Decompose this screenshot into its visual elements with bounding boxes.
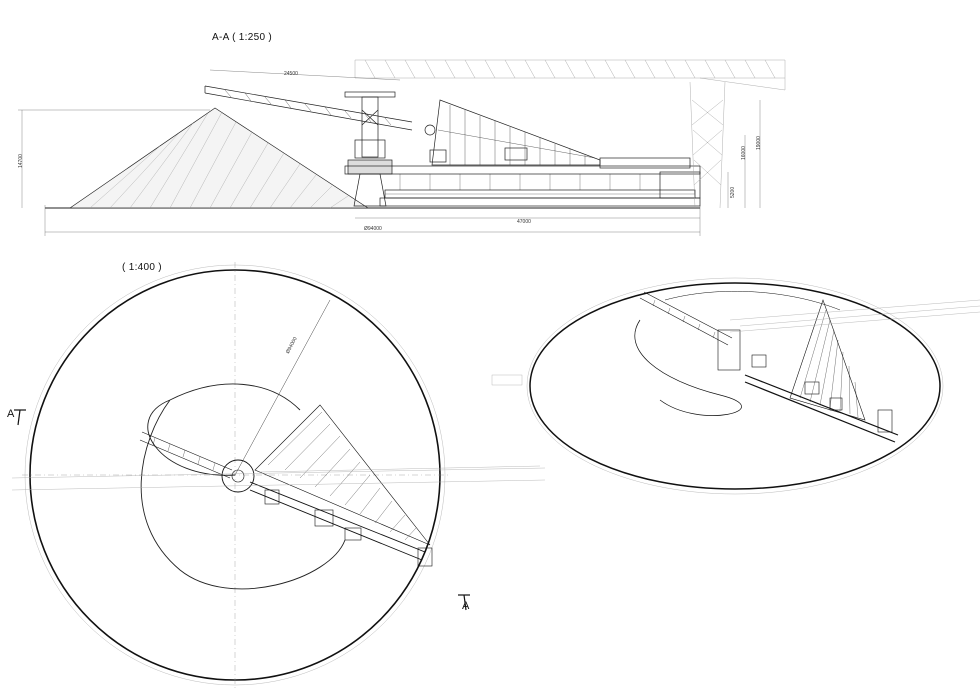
section-marker-a (14, 409, 470, 611)
max-height-dim: 19000 (756, 136, 762, 150)
base-height-dim: 5200 (730, 186, 736, 198)
radius-dim: 47000 (517, 219, 531, 225)
plan-reclaimer (249, 404, 433, 567)
section-marker-left-label: A (7, 408, 15, 420)
gallery-height-dim: 16000 (741, 146, 747, 160)
section-title: A-A ( 1:250 ) (212, 32, 273, 43)
dimension-lines (18, 69, 761, 236)
section-marker-right-label: A (462, 600, 470, 612)
perspective-view (491, 277, 980, 495)
boom-length-dim: 24500 (284, 71, 298, 77)
conveyor-gallery (354, 59, 786, 209)
perspective-reclaimer (717, 299, 899, 443)
plan-title: ( 1:400 ) (122, 262, 162, 273)
pile-height-dim: 14700 (18, 154, 24, 168)
section-view (18, 59, 786, 236)
plan-boom (139, 431, 233, 479)
reclaimer-frame (424, 99, 601, 166)
diameter-dim: Ø94000 (364, 226, 382, 232)
portal-bridge (344, 157, 701, 207)
stacker-boom (204, 85, 413, 131)
central-tower (344, 91, 396, 207)
perspective-boom (639, 291, 733, 346)
plan-view (11, 262, 546, 688)
stockpile-cone (68, 107, 370, 209)
